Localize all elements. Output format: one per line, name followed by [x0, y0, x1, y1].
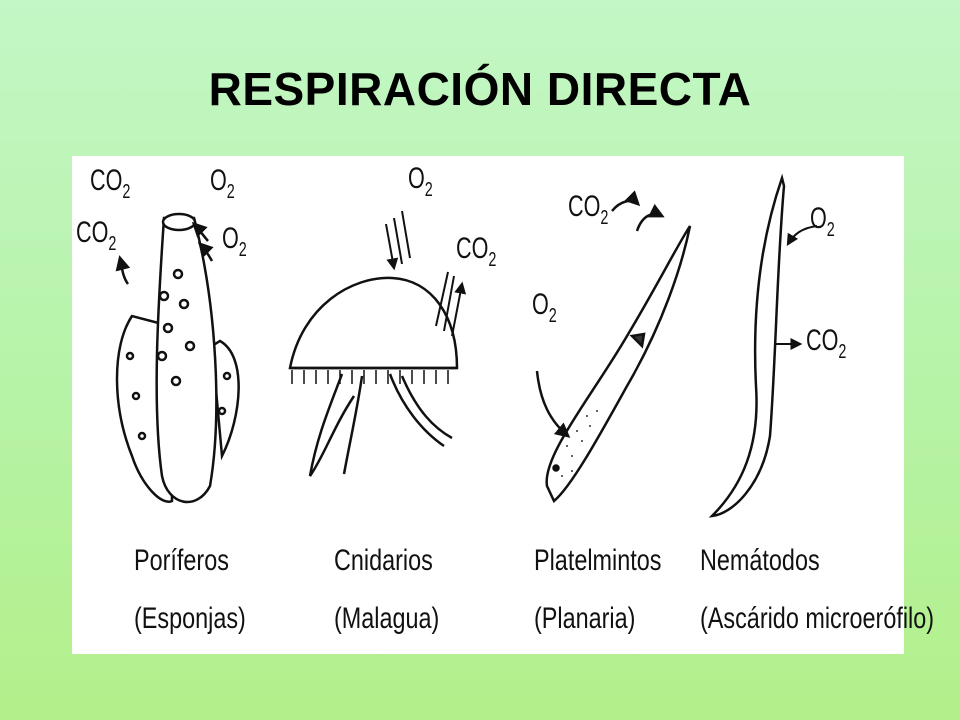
organism-illustrations	[115, 173, 818, 518]
nematoda-name: Nemátodos	[700, 544, 820, 577]
nematode-illustration	[708, 173, 818, 518]
sponge-o2-label: O2	[222, 222, 247, 261]
nematoda-common-name: (Ascárido microerófilo)	[700, 602, 935, 635]
sponge-o2-label-top: O2	[210, 164, 235, 203]
cnidaria-name: Cnidarios	[334, 544, 433, 577]
porifera-common-name: (Esponjas)	[134, 602, 246, 635]
nematode-o2-label: O2	[810, 202, 835, 241]
jellyfish-o2-label: O2	[408, 162, 433, 201]
planaria-o2-label: O2	[532, 288, 557, 327]
nematode-co2-label: CO2	[806, 324, 847, 363]
platyhelminthes-name: Platelmintos	[534, 544, 662, 577]
porifera-name: Poríferos	[134, 544, 229, 577]
sponge-co2-label-top: CO2	[90, 164, 131, 203]
platyhelminthes-common-name: (Planaria)	[534, 602, 636, 635]
planaria-co2-label: CO2	[568, 190, 609, 229]
sponge-illustration	[115, 212, 240, 504]
jellyfish-illustration	[288, 210, 462, 477]
diagram-panel: CO2 CO2 O2 O2 O2 CO2 CO2 O2 O2 CO2 Poríf…	[72, 156, 934, 654]
sponge-co2-label: CO2	[76, 216, 117, 255]
cnidaria-common-name: (Malagua)	[334, 602, 440, 635]
jellyfish-co2-label: CO2	[456, 232, 497, 271]
planaria-illustration	[535, 190, 692, 504]
slide-title: RESPIRACIÓN DIRECTA	[208, 63, 752, 115]
